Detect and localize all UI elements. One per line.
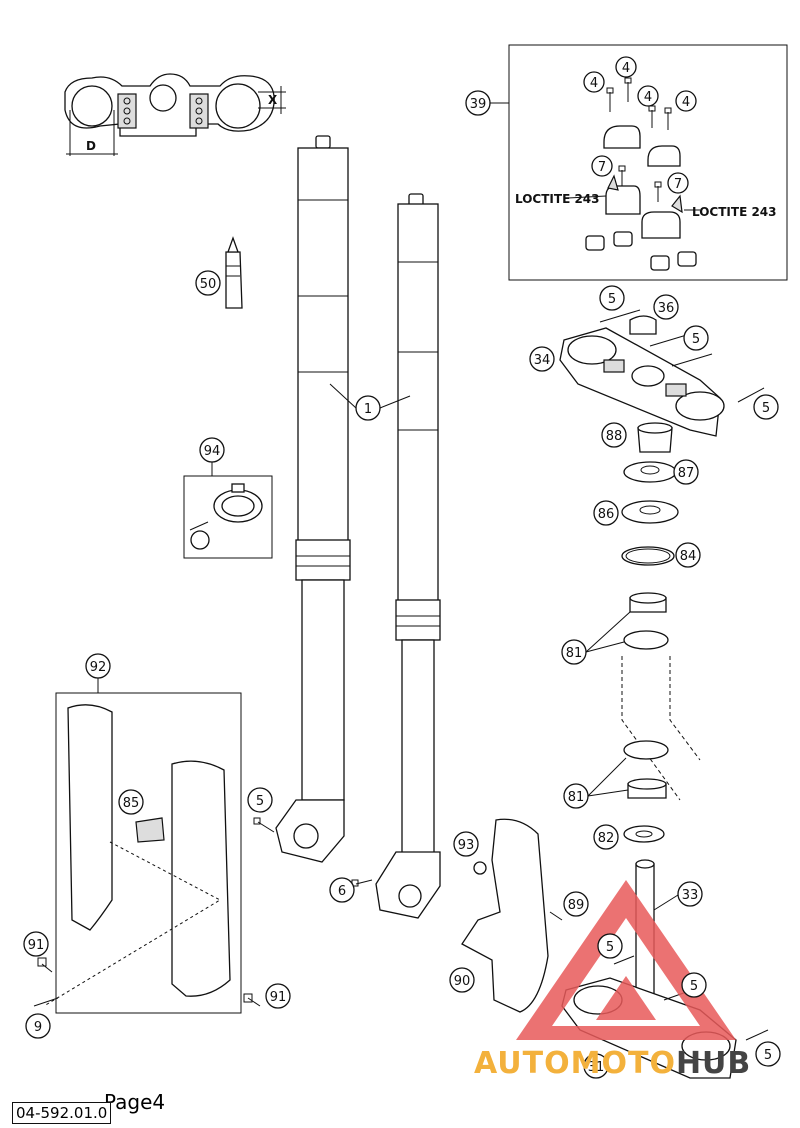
svg-text:9: 9 <box>34 1020 42 1035</box>
callout-4[interactable]: 4 <box>675 90 697 112</box>
svg-text:94: 94 <box>204 444 221 459</box>
callout-86[interactable]: 86 <box>593 500 619 526</box>
svg-text:92: 92 <box>90 660 107 675</box>
svg-text:91: 91 <box>28 938 45 953</box>
clip-kit <box>183 460 273 559</box>
callout-91[interactable]: 91 <box>23 931 49 957</box>
callout-94[interactable]: 94 <box>199 437 225 463</box>
callout-81[interactable]: 81 <box>561 611 631 665</box>
callout-4[interactable]: 4 <box>583 71 605 93</box>
svg-text:84: 84 <box>680 549 697 564</box>
steering-parts <box>621 422 701 843</box>
callout-90[interactable]: 90 <box>449 967 475 993</box>
callout-50[interactable]: 50 <box>195 270 221 296</box>
svg-text:86: 86 <box>598 507 615 522</box>
loctite-label-right: LOCTITE 243 <box>692 205 777 219</box>
svg-text:4: 4 <box>644 90 652 105</box>
handlebar-clamp-kit: LOCTITE 243 LOCTITE 243 <box>490 44 788 281</box>
callout-87[interactable]: 87 <box>673 459 699 485</box>
svg-text:5: 5 <box>692 332 700 347</box>
fork-leg-right <box>375 193 441 919</box>
callout-39[interactable]: 39 <box>465 90 491 116</box>
fork-guards <box>43 678 242 1014</box>
svg-text:5: 5 <box>606 940 614 955</box>
upper-triple-clamp <box>559 315 725 437</box>
svg-text:39: 39 <box>470 97 487 112</box>
svg-text:4: 4 <box>622 61 630 76</box>
page-label: Page4 <box>104 1090 166 1114</box>
svg-text:93: 93 <box>458 838 475 853</box>
callout-5[interactable]: 5 <box>683 325 709 351</box>
svg-text:91: 91 <box>270 990 287 1005</box>
svg-text:7: 7 <box>598 160 606 175</box>
special-tool <box>225 236 243 309</box>
callout-93[interactable]: 93 <box>453 831 479 857</box>
svg-text:1: 1 <box>364 402 372 417</box>
svg-text:81: 81 <box>568 790 585 805</box>
callout-82[interactable]: 82 <box>593 824 619 850</box>
fork-leg-left <box>275 135 351 863</box>
callout-5[interactable]: 5 <box>681 972 707 998</box>
svg-text:5: 5 <box>762 401 770 416</box>
dimension-d-label: D <box>86 139 96 153</box>
callout-5[interactable]: 5 <box>755 1041 781 1067</box>
svg-text:33: 33 <box>682 888 699 903</box>
svg-text:81: 81 <box>566 646 583 661</box>
upper-clamp-screws <box>599 309 765 403</box>
svg-text:5: 5 <box>608 292 616 307</box>
triple-clamp-detail: D X <box>64 73 286 156</box>
callout-4[interactable]: 4 <box>637 85 659 107</box>
fork-protector <box>461 818 549 1013</box>
callout-5[interactable]: 5 <box>599 285 625 311</box>
callout-7[interactable]: 7 <box>667 172 689 194</box>
watermark-text: AUTOMOTOHUB <box>474 1046 751 1081</box>
callout-1[interactable]: 1 <box>329 383 411 421</box>
svg-text:7: 7 <box>674 177 682 192</box>
svg-text:5: 5 <box>764 1048 772 1063</box>
callout-7[interactable]: 7 <box>591 155 613 177</box>
callout-34[interactable]: 34 <box>529 346 555 372</box>
svg-text:89: 89 <box>568 898 585 913</box>
callout-89[interactable]: 89 <box>563 891 589 917</box>
loctite-label-left: LOCTITE 243 <box>515 192 600 206</box>
callout-92[interactable]: 92 <box>85 653 111 679</box>
svg-text:50: 50 <box>200 277 217 292</box>
dimension-x-label: X <box>268 93 278 107</box>
watermark-text-b: HUB <box>675 1046 752 1081</box>
callout-6[interactable]: 6 <box>329 877 355 903</box>
svg-text:36: 36 <box>658 301 675 316</box>
callout-81[interactable]: 81 <box>563 757 629 809</box>
callout-31[interactable]: 31 <box>583 1053 609 1079</box>
svg-text:4: 4 <box>682 95 690 110</box>
svg-text:34: 34 <box>534 353 551 368</box>
svg-text:31: 31 <box>588 1060 605 1075</box>
callout-33[interactable]: 33 <box>653 881 703 911</box>
svg-text:6: 6 <box>338 884 346 899</box>
document-number: 04-592.01.0 <box>12 1102 112 1124</box>
callout-84[interactable]: 84 <box>675 542 701 568</box>
watermark-logo <box>516 880 736 1040</box>
callout-91[interactable]: 91 <box>265 983 291 1009</box>
svg-text:5: 5 <box>256 794 264 809</box>
callout-4[interactable]: 4 <box>615 56 637 78</box>
svg-text:5: 5 <box>690 979 698 994</box>
callout-5[interactable]: 5 <box>597 933 623 959</box>
svg-text:82: 82 <box>598 831 615 846</box>
callout-5[interactable]: 5 <box>247 787 273 813</box>
watermark-text-a: AUTOMOTO <box>474 1046 676 1081</box>
svg-text:87: 87 <box>678 466 695 481</box>
svg-text:85: 85 <box>123 796 140 811</box>
callouts: 39 4 4 4 4 7 7 50 1 94 5 36 5 34 5 88 87… <box>23 56 781 1079</box>
bolts <box>33 817 769 1041</box>
callout-9[interactable]: 9 <box>25 1013 51 1039</box>
callout-5[interactable]: 5 <box>753 394 779 420</box>
callout-36[interactable]: 36 <box>653 294 679 320</box>
svg-text:4: 4 <box>590 76 598 91</box>
svg-text:90: 90 <box>454 974 471 989</box>
callout-88[interactable]: 88 <box>601 422 627 448</box>
svg-text:88: 88 <box>606 429 623 444</box>
callout-85[interactable]: 85 <box>118 789 144 815</box>
